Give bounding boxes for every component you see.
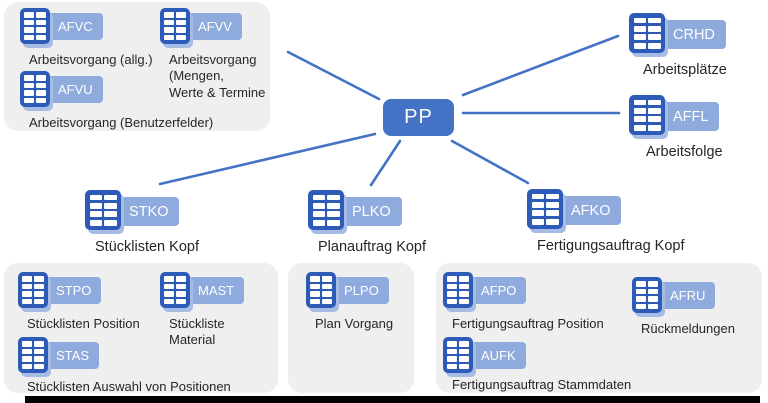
table-node-stko: STKO Stücklisten Kopf <box>85 190 199 256</box>
table-label: Planauftrag Kopf <box>318 239 427 255</box>
table-node-afko: AFKO Fertigungsauftrag Kopf <box>527 189 685 255</box>
table-node-afvc: AFVC Arbeitsvorgang (allg.) <box>20 8 153 68</box>
table-label: Arbeitsvorgang (allg.) <box>29 52 153 67</box>
table-label: Arbeitsfolge <box>646 144 723 160</box>
table-grid-icon <box>18 337 48 373</box>
table-grid-icon <box>18 272 48 308</box>
table-code: MAST <box>198 283 235 298</box>
table-node-mast: MAST Stückliste Material <box>160 272 260 349</box>
table-code: CRHD <box>673 26 715 43</box>
table-grid-icon <box>20 8 50 44</box>
table-icon: PLPO <box>306 272 406 312</box>
table-label: Plan Vorgang <box>315 316 394 331</box>
table-grid-icon <box>632 277 662 313</box>
table-grid-icon <box>308 190 344 230</box>
connector-line-arbeitsvorgang <box>286 50 381 101</box>
table-node-afvv: AFVV Arbeitsvorgang (Mengen, Werte & Ter… <box>160 8 265 101</box>
table-icon: MAST <box>160 272 260 312</box>
table-icon: AFKO <box>527 189 637 235</box>
table-code: PLKO <box>352 203 391 220</box>
table-node-afvu: AFVU Arbeitsvorgang (Benutzerfelder) <box>20 71 213 131</box>
table-label: Rückmeldungen <box>641 321 735 336</box>
table-icon: AFRU <box>632 277 732 317</box>
table-label: Stücklisten Kopf <box>95 239 199 255</box>
table-code: AFFL <box>673 108 709 125</box>
table-node-plko: PLKO Planauftrag Kopf <box>308 190 426 256</box>
table-grid-icon <box>160 8 190 44</box>
table-code: AFVV <box>198 19 232 34</box>
table-code: AFRU <box>670 288 706 303</box>
connector-line-crhd <box>461 34 620 97</box>
connector-line-afko <box>450 139 530 185</box>
table-code: STKO <box>129 203 169 220</box>
table-label: Arbeitsplätze <box>643 62 727 78</box>
table-icon: CRHD <box>629 13 739 59</box>
table-grid-icon <box>527 189 563 229</box>
table-icon: STAS <box>18 337 118 377</box>
pp-center-node: PP <box>383 99 454 136</box>
table-node-afpo: AFPO Fertigungsauftrag Position <box>443 272 604 332</box>
table-code: PLPO <box>344 283 379 298</box>
table-code: AFVC <box>58 19 93 34</box>
pp-label: PP <box>404 106 433 128</box>
connector-line-stko <box>158 132 377 186</box>
table-grid-icon <box>20 71 50 107</box>
table-node-stas: STAS Stücklisten Auswahl von Positionen <box>18 337 231 395</box>
table-icon: AFVC <box>20 8 120 48</box>
table-grid-icon <box>629 13 665 53</box>
table-grid-icon <box>160 272 190 308</box>
table-node-crhd: CRHD Arbeitsplätze <box>629 13 739 79</box>
table-grid-icon <box>443 272 473 308</box>
table-code: STPO <box>56 283 92 298</box>
table-icon: PLKO <box>308 190 418 236</box>
table-icon: STPO <box>18 272 118 312</box>
table-label: Stückliste Material <box>169 316 225 348</box>
table-icon: AFVV <box>160 8 260 48</box>
table-icon: STKO <box>85 190 195 236</box>
table-code: STAS <box>56 348 89 363</box>
table-code: AFVU <box>58 82 93 97</box>
table-icon: AFVU <box>20 71 120 111</box>
table-icon: AFPO <box>443 272 543 312</box>
table-code: AFPO <box>481 283 517 298</box>
table-grid-icon <box>443 337 473 373</box>
table-node-aufk: AUFK Fertigungsauftrag Stammdaten <box>443 337 631 393</box>
table-icon: AFFL <box>629 95 739 141</box>
table-label: Stücklisten Auswahl von Positionen <box>27 379 231 394</box>
table-node-stpo: STPO Stücklisten Position <box>18 272 140 332</box>
table-grid-icon <box>85 190 121 230</box>
table-label: Arbeitsvorgang (Mengen, Werte & Termine <box>169 52 266 100</box>
table-grid-icon <box>629 95 665 135</box>
table-label: Fertigungsauftrag Kopf <box>537 238 685 254</box>
table-grid-icon <box>306 272 336 308</box>
connector-line-plko <box>369 139 402 187</box>
bottom-edge-bar <box>25 396 760 403</box>
table-label: Arbeitsvorgang (Benutzerfelder) <box>29 115 214 130</box>
table-label: Stücklisten Position <box>27 316 140 331</box>
table-code: AUFK <box>481 348 516 363</box>
table-node-plpo: PLPO Plan Vorgang <box>306 272 406 332</box>
table-node-afru: AFRU Rückmeldungen <box>632 277 735 337</box>
table-node-affl: AFFL Arbeitsfolge <box>629 95 739 161</box>
table-code: AFKO <box>571 202 611 219</box>
table-label: Fertigungsauftrag Stammdaten <box>452 377 632 392</box>
table-label: Fertigungsauftrag Position <box>452 316 604 331</box>
table-icon: AUFK <box>443 337 543 377</box>
